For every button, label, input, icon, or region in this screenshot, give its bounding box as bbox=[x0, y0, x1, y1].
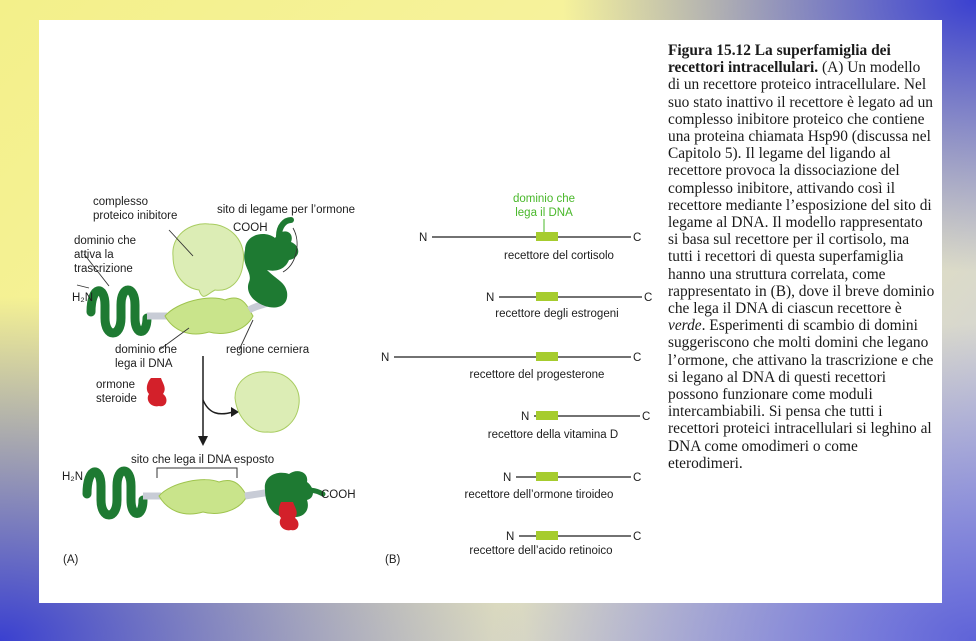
activation-domain-top bbox=[86, 285, 152, 338]
label-h2n-bottom: H₂N bbox=[62, 471, 83, 483]
c-terminus-label: C bbox=[642, 411, 650, 423]
n-terminus-label: N bbox=[381, 352, 389, 364]
dna-binding-domain-bar bbox=[536, 352, 558, 361]
label-h2n-top: H₂N bbox=[72, 292, 93, 304]
label-activation-domain-1: dominio che bbox=[74, 235, 136, 247]
n-terminus-label: N bbox=[486, 292, 494, 304]
caption-body-part-1: (A) Un modello di un recettore proteico … bbox=[668, 59, 935, 318]
dna-binding-domain-bottom bbox=[158, 479, 248, 515]
dna-binding-domain-bar bbox=[536, 232, 558, 241]
label-activation-domain-2: attiva la bbox=[74, 249, 114, 261]
dna-binding-domain-bar bbox=[536, 411, 558, 420]
label-dna-domain-2: lega il DNA bbox=[115, 358, 173, 370]
receptor-row: N C recettore della vitamina D bbox=[488, 411, 650, 441]
cooh-tail-top bbox=[276, 217, 294, 239]
receptor-name: recettore dell’ormone tiroideo bbox=[465, 489, 614, 501]
receptor-name: recettore dell’acido retinoico bbox=[469, 545, 612, 557]
label-inhibitor-complex-1: complesso bbox=[93, 196, 148, 208]
label-hinge: regione cerniera bbox=[226, 344, 310, 356]
panel-label-a: (A) bbox=[63, 554, 79, 566]
hormone-binding-domain-top bbox=[244, 231, 299, 308]
c-terminus-label: C bbox=[633, 232, 641, 244]
c-terminus-label: C bbox=[644, 292, 652, 304]
receptor-row: N C recettore del cortisolo bbox=[419, 232, 641, 262]
receptor-row: N C recettore del progesterone bbox=[381, 352, 641, 381]
caption-italic-word: verde bbox=[668, 317, 702, 335]
hormone-binding-domain-bottom bbox=[264, 471, 313, 518]
figure-15-12: complesso proteico inibitore sito di leg… bbox=[62, 193, 652, 566]
released-inhibitor-complex bbox=[234, 371, 300, 433]
receptor-row: N C recettore degli estrogeni bbox=[486, 292, 652, 320]
exposed-site-bracket bbox=[156, 467, 238, 478]
inhibitor-complex bbox=[172, 223, 245, 297]
caption-body-part-2: . Esperimenti di scambio di domini sugge… bbox=[668, 317, 934, 472]
receptor-name: recettore della vitamina D bbox=[488, 429, 618, 441]
n-terminus-label: N bbox=[503, 472, 511, 484]
label-exposed-site: sito che lega il DNA esposto bbox=[131, 454, 274, 466]
leader-lines-a bbox=[76, 227, 298, 351]
textbook-page: complesso proteico inibitore sito di leg… bbox=[39, 20, 942, 603]
legend-dna-domain-1: dominio che bbox=[513, 193, 575, 205]
active-receptor bbox=[82, 466, 326, 531]
activation-domain-bottom bbox=[82, 466, 148, 520]
receptor-row: N C recettore dell’ormone tiroideo bbox=[465, 472, 641, 501]
dna-binding-domain-bar bbox=[536, 292, 558, 301]
caption-title: Figura 15.12 La superfamiglia dei recett… bbox=[668, 42, 891, 77]
c-terminus-label: C bbox=[633, 472, 641, 484]
inactive-receptor bbox=[86, 217, 299, 338]
label-hormone-site: sito di legame per l’ormone bbox=[217, 204, 355, 216]
receptor-name: recettore del cortisolo bbox=[504, 250, 614, 262]
n-terminus-label: N bbox=[521, 411, 529, 423]
label-cooh-bottom: COOH bbox=[321, 489, 356, 501]
dna-binding-domain-top bbox=[164, 297, 254, 335]
label-steroid-1: ormone bbox=[96, 379, 135, 391]
label-steroid-2: steroide bbox=[96, 393, 137, 405]
label-activation-domain-3: trascrizione bbox=[74, 263, 133, 275]
dna-binding-domain-bar bbox=[536, 531, 558, 540]
n-terminus-label: N bbox=[419, 232, 427, 244]
label-dna-domain-1: dominio che bbox=[115, 344, 177, 356]
label-cooh-top: COOH bbox=[233, 222, 268, 234]
receptor-name: recettore del progesterone bbox=[470, 369, 605, 381]
panel-b: dominio che lega il DNA N C recettore de… bbox=[381, 193, 652, 566]
panel-a-labels: complesso proteico inibitore sito di leg… bbox=[62, 196, 356, 566]
label-inhibitor-complex-2: proteico inibitore bbox=[93, 210, 177, 222]
figure-caption: Figura 15.12 La superfamiglia dei recett… bbox=[668, 42, 936, 472]
bound-hormone-icon bbox=[278, 502, 299, 531]
dna-binding-domain-bar bbox=[536, 472, 558, 481]
panel-label-b: (B) bbox=[385, 554, 401, 566]
legend-dna-domain-2: lega il DNA bbox=[515, 207, 573, 219]
n-terminus-label: N bbox=[506, 531, 514, 543]
receptor-row: N C recettore dell’acido retinoico bbox=[469, 531, 641, 557]
c-terminus-label: C bbox=[633, 531, 641, 543]
steroid-hormone-icon bbox=[146, 378, 167, 407]
c-terminus-label: C bbox=[633, 352, 641, 364]
receptor-name: recettore degli estrogeni bbox=[495, 308, 618, 320]
transition-arrows bbox=[198, 356, 239, 446]
